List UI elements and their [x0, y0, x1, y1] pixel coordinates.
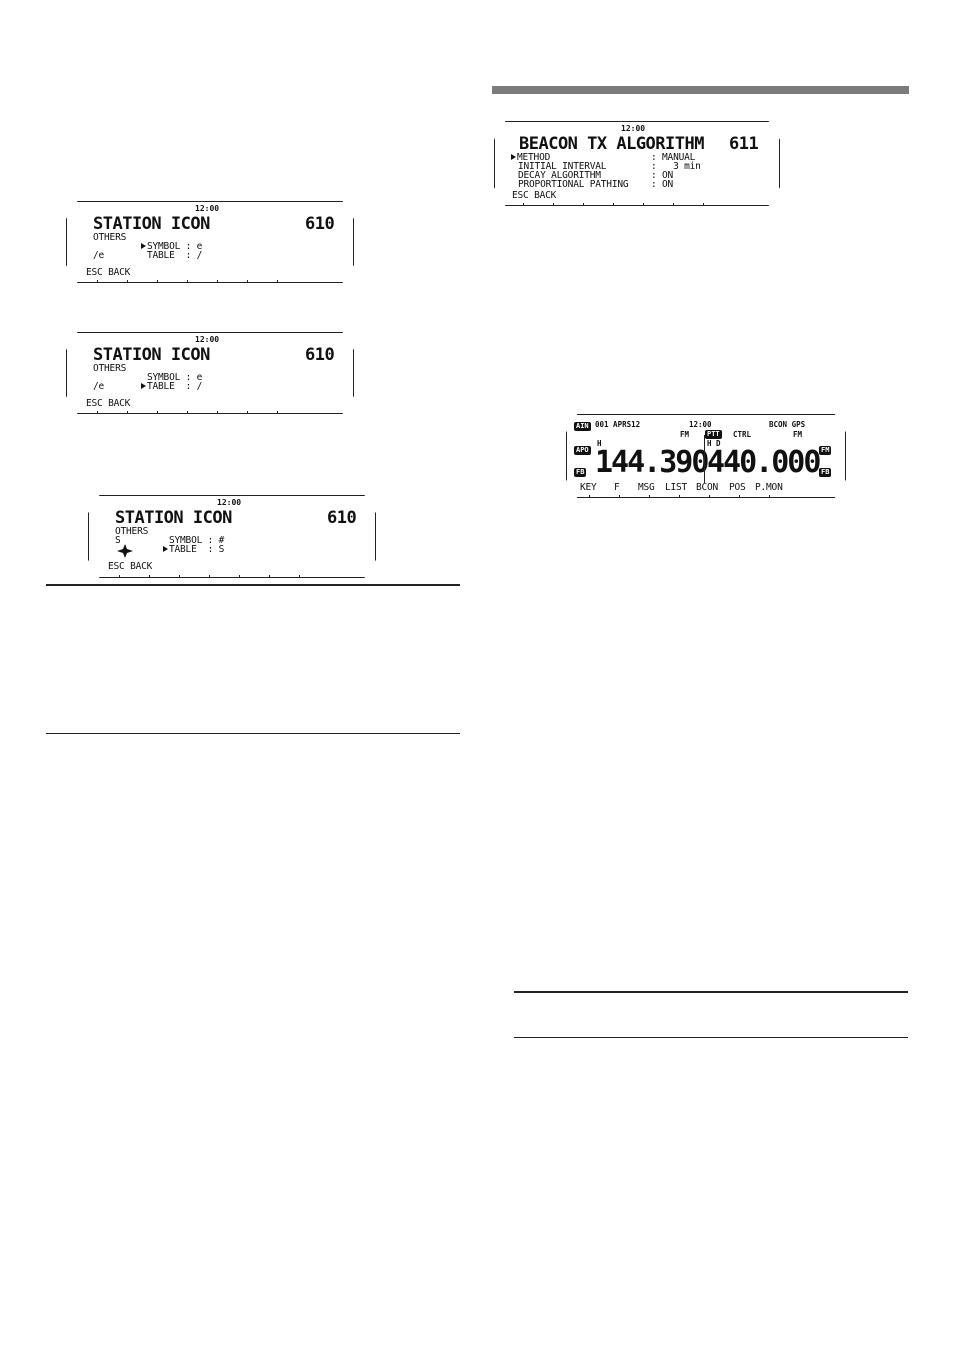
lcd-beacon-tx-algorithm: 12:00 BEACON TX ALGORITHM 611 METHOD : M… [494, 121, 780, 206]
softkey-f[interactable]: F [614, 482, 620, 493]
symbol-row[interactable]: SYMBOL : e [141, 242, 202, 252]
softkey-bcon[interactable]: BCON [696, 482, 719, 493]
badge-bottom-left: FB [574, 468, 587, 477]
symbol-row[interactable]: SYMBOL : # [169, 535, 225, 546]
lcd-menu-number: 610 [327, 508, 357, 528]
menu-row-method[interactable]: METHOD [511, 153, 550, 163]
row-value: : ON [651, 179, 674, 190]
row-value: : MANUAL [651, 152, 696, 163]
lcd-footer: ESC BACK [512, 190, 557, 201]
divider-rule [514, 1037, 908, 1038]
status-clock: 12:00 [689, 420, 712, 429]
section-heading-bar [492, 86, 909, 94]
cursor-arrow-icon [141, 383, 146, 389]
menu-row-proportional-pathing[interactable]: PROPORTIONAL PATHING [518, 179, 629, 190]
lcd-category: OTHERS [93, 232, 127, 243]
menu-row-initial-interval[interactable]: INITIAL INTERVAL [518, 161, 607, 172]
status-right: BCON GPS [769, 420, 806, 429]
softkey-list[interactable]: LIST [665, 482, 688, 493]
ctrl-indicator: CTRL [733, 430, 752, 439]
table-row[interactable]: TABLE : / [141, 382, 202, 392]
softkey-ticks [119, 575, 359, 578]
softkey-ticks [523, 203, 763, 206]
frequency-band-b[interactable]: 440.000 [707, 445, 821, 480]
badge-mid-right: FM [819, 446, 832, 455]
lcd-category: OTHERS [93, 363, 127, 374]
softkey-ticks [97, 280, 337, 283]
softkey-ticks [589, 495, 799, 498]
lcd-category: OTHERS [115, 526, 149, 537]
lcd-menu-number: 611 [729, 134, 759, 154]
lcd-station-icon-2: 12:00 STATION ICON 610 OTHERS SYMBOL : e… [66, 332, 354, 414]
table-row-text: TABLE : S [169, 544, 225, 555]
lcd-station-icon-1: 12:00 STATION ICON 610 OTHERS SYMBOL : e… [66, 201, 354, 283]
menu-row-decay-algorithm[interactable]: DECAY ALGORITHM [518, 170, 601, 181]
lcd-clock: 12:00 [621, 124, 646, 133]
softkey-msg[interactable]: MSG [638, 482, 655, 493]
lcd-footer: ESC BACK [86, 267, 131, 278]
table-row[interactable]: TABLE : / [147, 250, 203, 261]
badge-mid-left: APO [574, 446, 591, 455]
lcd-title: STATION ICON [115, 508, 232, 528]
preview-symbol: /e [93, 250, 105, 261]
frequency-band-a[interactable]: 144.390 [595, 445, 709, 480]
station-icon-preview-icon [117, 544, 133, 558]
softkey-pos[interactable]: POS [729, 482, 746, 493]
lcd-clock: 12:00 [195, 204, 220, 213]
divider-rule [46, 733, 460, 734]
mode-a: FM [680, 430, 690, 439]
lcd-main-display: AIN 001 APRS12 12:00 BCON GPS FM PTT CTR… [566, 414, 846, 498]
lcd-station-icon-3: 12:00 STATION ICON 610 OTHERS S SYMBOL :… [88, 495, 376, 578]
lcd-clock: 12:00 [195, 335, 220, 344]
lcd-footer: ESC BACK [86, 398, 131, 409]
cursor-arrow-icon [511, 154, 516, 160]
lcd-menu-number: 610 [305, 214, 335, 234]
lcd-clock: 12:00 [217, 498, 242, 507]
badge-bottom-right: FB [819, 468, 832, 477]
softkey-pmon[interactable]: P.MON [755, 482, 783, 493]
divider-rule [514, 991, 908, 993]
divider-rule [46, 584, 460, 586]
ptt-badge: PTT [705, 430, 722, 439]
symbol-row-text: SYMBOL : e [147, 241, 203, 252]
preview-symbol: S [115, 535, 121, 546]
badge-top-left: AIN [574, 422, 591, 431]
row-label: METHOD [517, 152, 551, 163]
preview-symbol: /e [93, 381, 105, 392]
band-divider [704, 435, 705, 483]
lcd-title: STATION ICON [93, 214, 210, 234]
cursor-arrow-icon [141, 243, 146, 249]
lcd-title: STATION ICON [93, 345, 210, 365]
softkey-key[interactable]: KEY [580, 482, 597, 493]
mode-b: FM [793, 430, 803, 439]
table-row-text: TABLE : / [147, 381, 203, 392]
lcd-footer: ESC BACK [108, 561, 153, 572]
power-indicator-b: H D [707, 439, 721, 448]
power-indicator-a: H [597, 439, 602, 448]
table-row[interactable]: TABLE : S [163, 545, 224, 555]
lcd-menu-number: 610 [305, 345, 335, 365]
row-value: : ON [651, 170, 674, 181]
cursor-arrow-icon [163, 546, 168, 552]
row-value: : 3 min [651, 161, 701, 172]
lcd-title: BEACON TX ALGORITHM [519, 134, 704, 154]
symbol-row[interactable]: SYMBOL : e [147, 372, 203, 383]
status-left: 001 APRS12 [595, 420, 641, 429]
softkey-ticks [97, 411, 337, 414]
